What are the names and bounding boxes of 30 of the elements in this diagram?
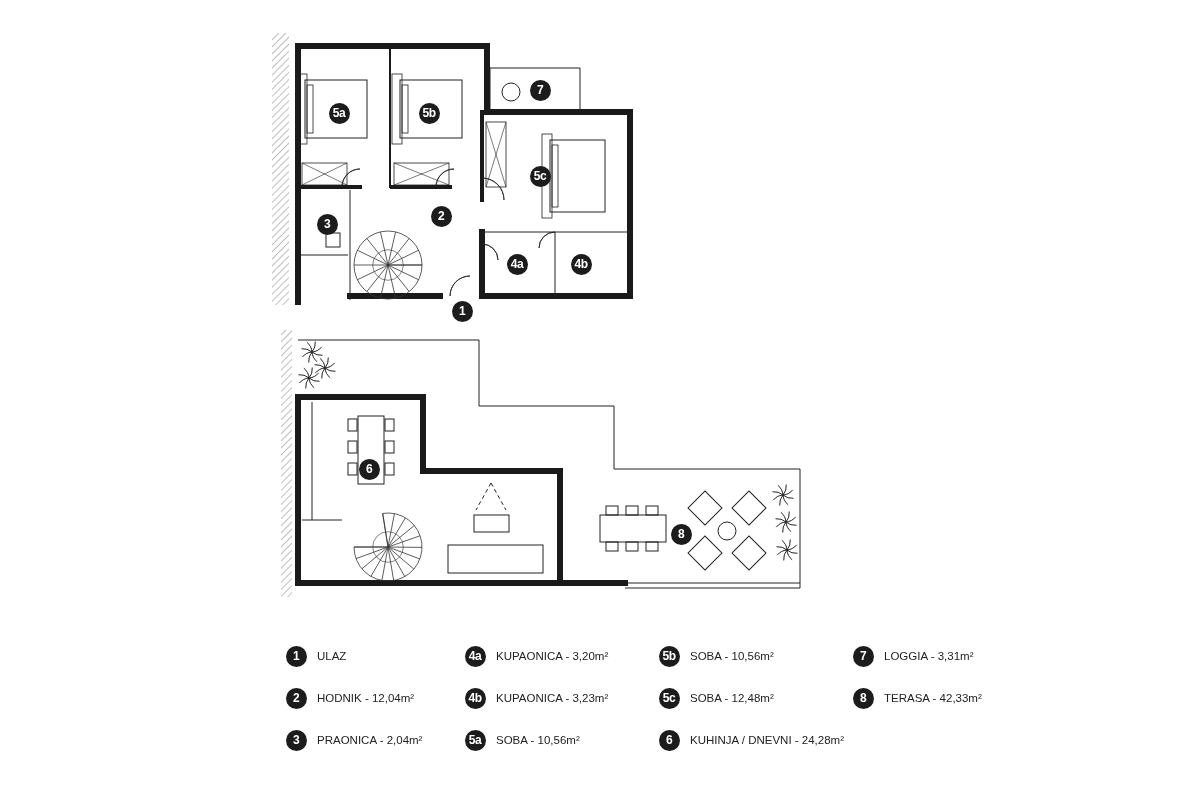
callout-number: 5b	[658, 645, 680, 667]
callout-number: 4b	[464, 687, 486, 709]
callout-number: 2	[430, 205, 452, 227]
callout-number: 4a	[506, 253, 528, 275]
legend-text: PRAONICA - 2,04m²	[317, 733, 423, 747]
callout-number: 1	[451, 300, 473, 322]
callout-number: 6	[658, 729, 680, 751]
legend-text: SOBA - 10,56m²	[690, 649, 774, 663]
legend-text: HODNIK - 12,04m²	[317, 691, 415, 705]
legend-text: KUHINJA / DNEVNI - 24,28m²	[690, 733, 844, 747]
legend-text: LOGGIA - 3,31m²	[884, 649, 974, 663]
legend-text: KUPAONICA - 3,23m²	[496, 691, 609, 705]
callout-number: 8	[852, 687, 874, 709]
callout-number: 2	[285, 687, 307, 709]
callout-number: 5a	[464, 729, 486, 751]
legend-text: KUPAONICA - 3,20m²	[496, 649, 609, 663]
callout-number: 4b	[570, 253, 592, 275]
callout-number: 4a	[464, 645, 486, 667]
callout-number: 5c	[658, 687, 680, 709]
callout-number: 8	[670, 523, 692, 545]
legend-text: ULAZ	[317, 649, 347, 663]
callout-number: 7	[529, 79, 551, 101]
legend-text: TERASA - 42,33m²	[884, 691, 982, 705]
callout-number: 3	[316, 213, 338, 235]
legend-text: SOBA - 12,48m²	[690, 691, 774, 705]
callout-number: 7	[852, 645, 874, 667]
callout-number: 5c	[529, 165, 551, 187]
legend-text: SOBA - 10,56m²	[496, 733, 580, 747]
callout-number: 1	[285, 645, 307, 667]
callout-number: 3	[285, 729, 307, 751]
